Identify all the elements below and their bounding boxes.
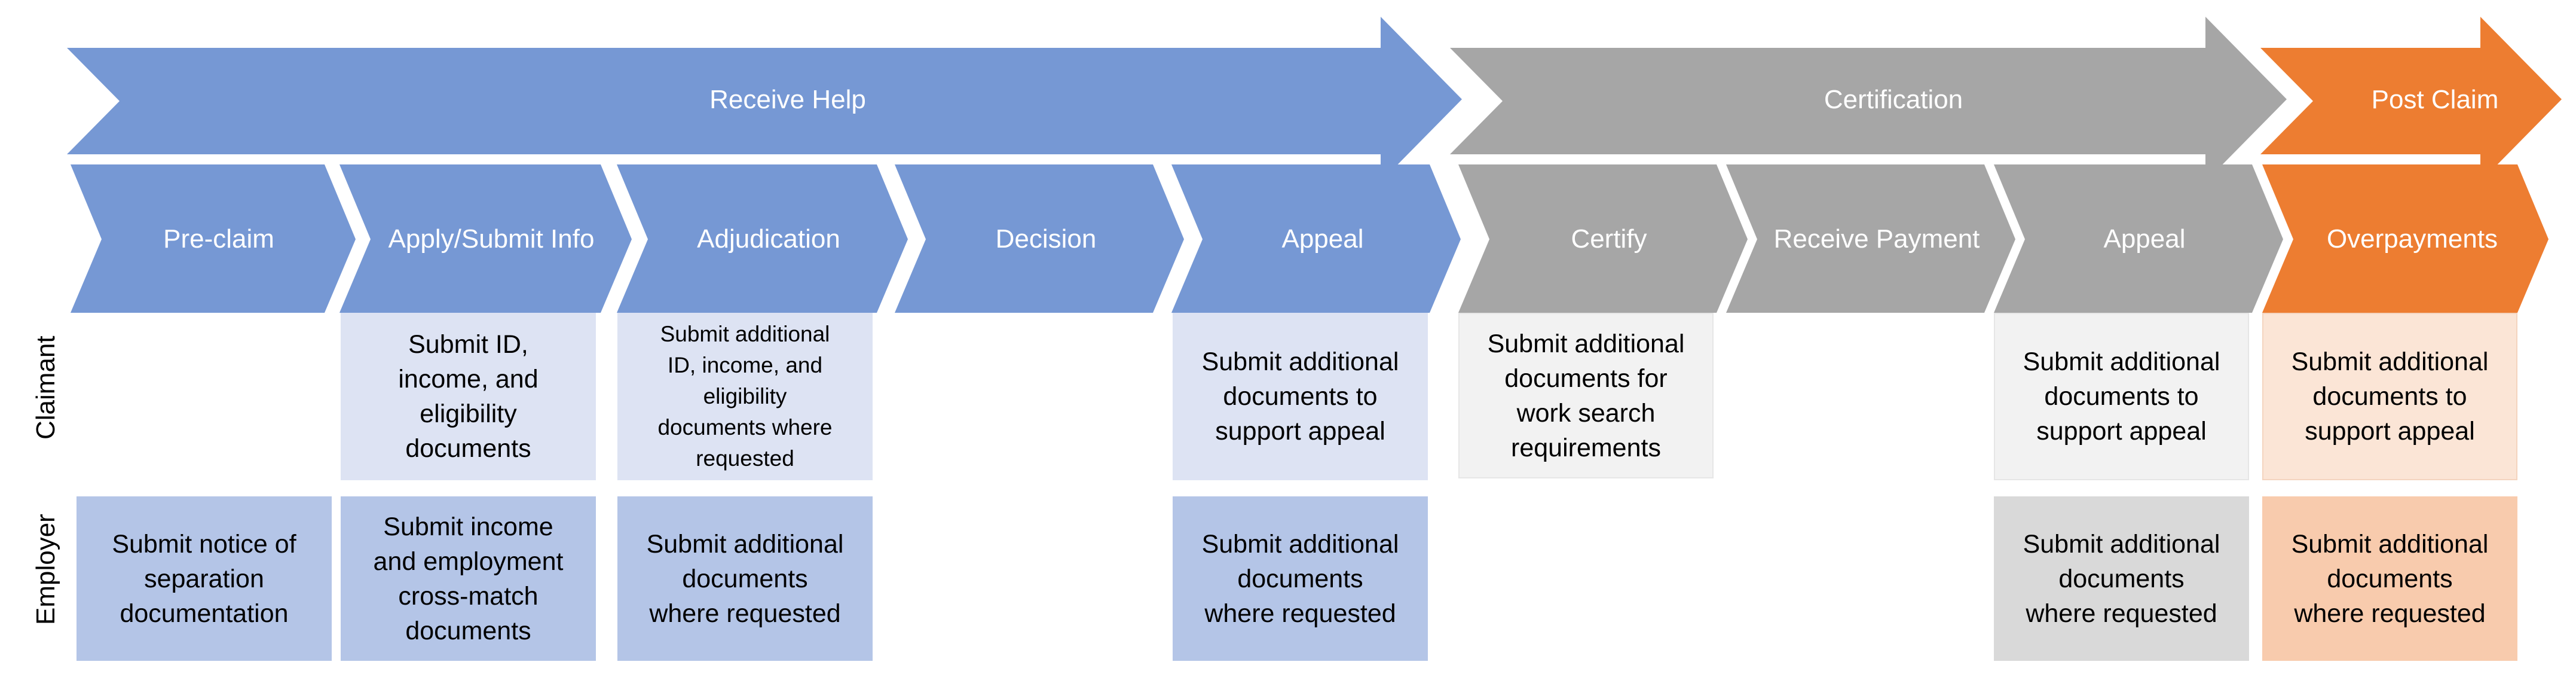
phase-arrow-shape	[67, 17, 1462, 182]
step-chevron	[895, 164, 1184, 313]
employer-box-appeal: Submit additional documents where reques…	[1173, 496, 1428, 661]
claimant-box-appeal-certification: Submit additional documents to support a…	[1994, 313, 2249, 480]
step-appeal-receive-help: Appeal	[1171, 164, 1461, 313]
step-label: Adjudication	[697, 224, 840, 254]
step-chevron	[2262, 164, 2549, 313]
step-chevron	[71, 164, 356, 313]
step-overpayments: Overpayments	[2262, 164, 2549, 313]
phase-label: Certification	[1824, 85, 1963, 114]
step-appeal-certification: Appeal	[1994, 164, 2283, 313]
step-label: Apply/Submit Info	[388, 224, 595, 254]
phase-arrow-shape	[2260, 17, 2562, 182]
phase-receive-help: Receive Help	[67, 17, 1462, 182]
employer-box-apply: Submit income and employment cross-match…	[341, 496, 596, 661]
step-chevron	[617, 164, 908, 313]
step-label: Decision	[996, 224, 1097, 254]
phase-certification: Certification	[1450, 17, 2287, 182]
step-chevron	[1458, 164, 1748, 313]
claimant-box-overpayments: Submit additional documents to support a…	[2262, 313, 2517, 480]
phase-label: Post Claim	[2372, 85, 2499, 114]
step-decision: Decision	[895, 164, 1184, 313]
phase-arrow-shape	[1450, 17, 2287, 182]
claimant-box-certify: Submit additional documents for work sea…	[1458, 313, 1714, 478]
step-adjudication: Adjudication	[617, 164, 908, 313]
employer-box-overpayments: Submit additional documents where reques…	[2262, 496, 2517, 661]
employer-box-appeal-certification: Submit additional documents where reques…	[1994, 496, 2249, 661]
employer-box-pre-claim: Submit notice of separation documentatio…	[77, 496, 332, 661]
step-certify: Certify	[1458, 164, 1748, 313]
row-label-claimant: Claimant	[31, 336, 60, 440]
step-receive-payment: Receive Payment	[1726, 164, 2015, 313]
step-chevron	[339, 164, 632, 313]
step-chevron	[1994, 164, 2283, 313]
step-label: Certify	[1571, 224, 1647, 254]
step-apply-submit-info: Apply/Submit Info	[339, 164, 632, 313]
phase-post-claim: Post Claim	[2260, 17, 2562, 182]
row-label-employer: Employer	[31, 514, 60, 625]
employer-box-adjudication: Submit additional documents where reques…	[617, 496, 873, 661]
step-label: Receive Payment	[1774, 224, 1980, 254]
step-label: Pre-claim	[163, 224, 274, 254]
claimant-box-apply: Submit ID, income, and eligibility docum…	[341, 313, 596, 480]
step-label: Appeal	[2103, 224, 2185, 254]
phase-label: Receive Help	[709, 85, 866, 114]
step-chevron	[1726, 164, 2015, 313]
step-pre-claim: Pre-claim	[71, 164, 356, 313]
step-label: Appeal	[1281, 224, 1363, 254]
step-chevron	[1171, 164, 1461, 313]
claimant-box-adjudication: Submit additional ID, income, and eligib…	[617, 313, 873, 480]
claimant-box-appeal: Submit additional documents to support a…	[1173, 313, 1428, 480]
step-label: Overpayments	[2327, 224, 2498, 254]
